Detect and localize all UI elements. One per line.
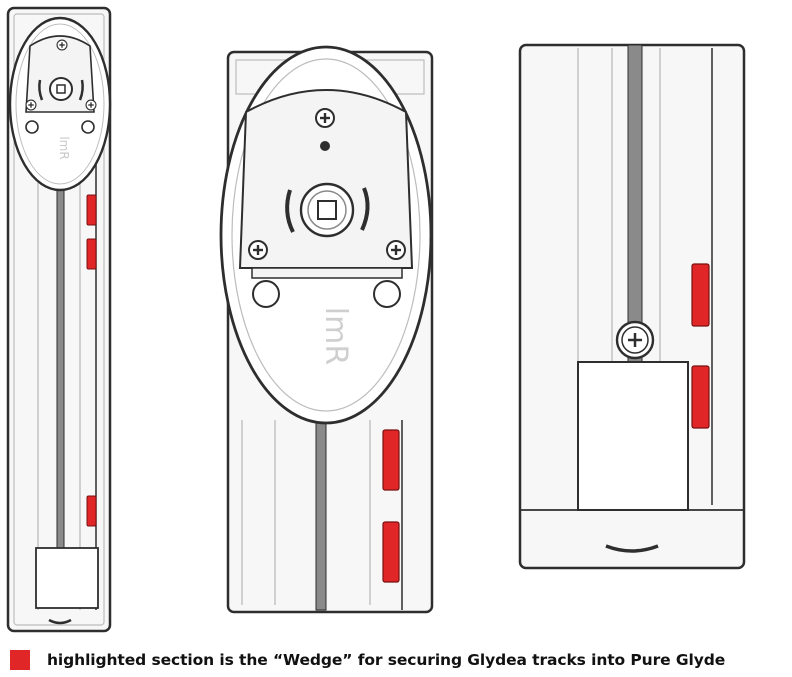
- wedge-highlight: [691, 365, 710, 429]
- track-end-cap: [35, 547, 99, 609]
- carrier-wheel: [252, 280, 280, 308]
- carrier-closeup-view: lmR: [219, 45, 434, 614]
- carrier-logo: lmR: [57, 136, 71, 159]
- carrier-plate: [238, 89, 414, 269]
- end-cap-notch: [605, 544, 659, 553]
- end-cap-view: [518, 43, 746, 570]
- wedge-highlight: [382, 521, 400, 583]
- carrier-logo: lmR: [318, 307, 353, 365]
- screw-icon: [56, 39, 68, 51]
- full-track-view: lmR: [6, 6, 112, 633]
- carrier-small: lmR: [8, 16, 112, 192]
- wedge-highlight: [86, 495, 97, 527]
- screw-icon: [85, 99, 97, 111]
- track-center-slot: [627, 44, 643, 366]
- wedge-highlight: [382, 429, 400, 491]
- legend-swatch: [10, 650, 30, 670]
- track-center-slot: [315, 419, 327, 611]
- carrier-plate: [25, 35, 95, 113]
- wedge-highlight: [86, 194, 97, 226]
- wedge-highlight: [86, 238, 97, 270]
- screw-icon: [25, 99, 37, 111]
- carrier-pin-hole: [320, 141, 330, 151]
- track-end-cap: [577, 361, 689, 511]
- carrier-wheel: [373, 280, 401, 308]
- wedge-highlight: [691, 263, 710, 327]
- track-center-slot: [56, 179, 65, 561]
- screw-icon: [247, 239, 269, 261]
- legend: highlighted section is the “Wedge” for s…: [10, 647, 725, 673]
- end-cap-notch: [48, 618, 72, 625]
- screw-icon: [385, 239, 407, 261]
- screw-icon: [314, 107, 336, 129]
- carrier-large: lmR: [219, 45, 433, 425]
- legend-text: highlighted section is the “Wedge” for s…: [47, 651, 726, 669]
